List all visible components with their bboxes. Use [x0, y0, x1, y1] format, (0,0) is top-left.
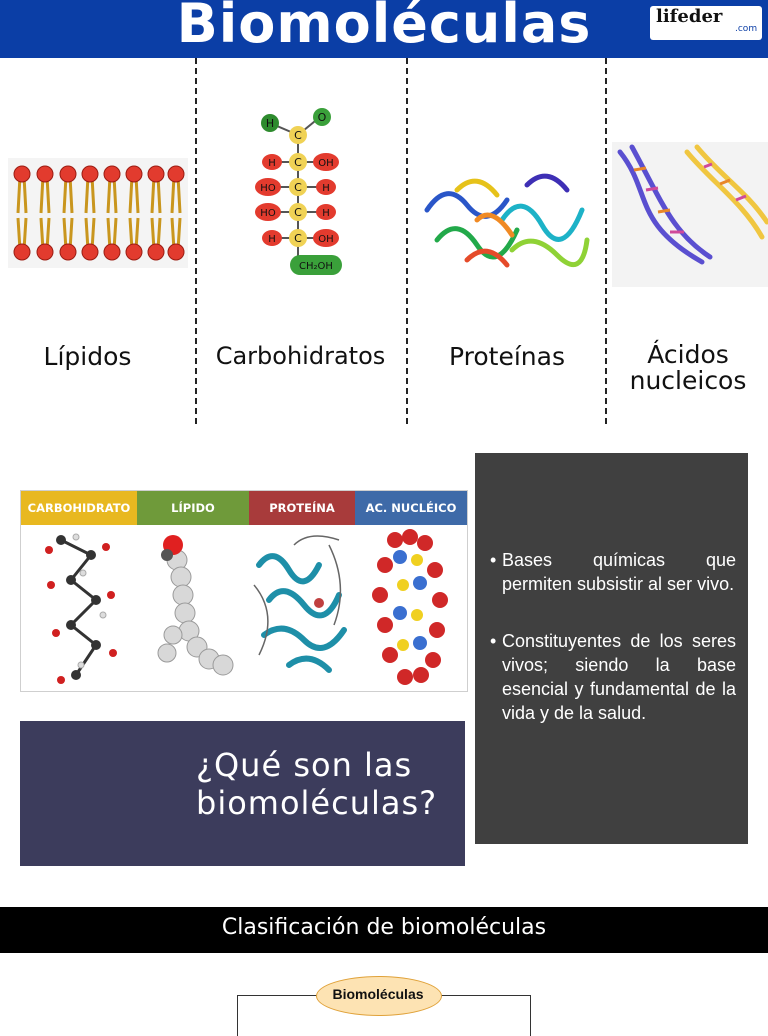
logo-suffix: .com: [735, 24, 758, 34]
definition-bullet: • Constituyentes de los seres vivos; sie…: [490, 629, 736, 725]
bullet-text: Bases químicas que permiten subsistir al…: [502, 550, 736, 594]
section-title: Clasificación de biomoléculas: [221, 915, 547, 940]
diagram-root-node: [316, 976, 442, 1016]
definition-box: [475, 453, 748, 844]
divider: [406, 58, 408, 424]
nucleic-acid-model-image: [372, 529, 448, 685]
atom-label: C: [294, 206, 302, 219]
atom-label: H: [268, 158, 276, 169]
atom-label: C: [294, 181, 302, 194]
column-header-carbohidrato: CARBOHIDRATO: [21, 491, 137, 525]
molecule-comparison-panel: CARBOHIDRATO LÍPIDO PROTEÍNA AC. NUCLÉIC…: [20, 490, 468, 692]
bullet-text: Constituyentes de los seres vivos; siend…: [502, 631, 736, 723]
atom-label: HO: [260, 183, 276, 194]
category-label-line: nucleicos: [629, 366, 747, 395]
category-label-proteinas: Proteínas: [449, 342, 565, 371]
category-label-line: Ácidos: [647, 340, 729, 369]
column-header-lipido: LÍPIDO: [137, 491, 249, 525]
header-banner: [0, 0, 768, 58]
carbohydrate-model-image: [45, 533, 117, 684]
protein-structure-image: [424, 173, 590, 268]
divider: [195, 58, 197, 424]
protein-model-image: [253, 535, 347, 673]
bullet-icon: •: [490, 550, 497, 570]
atom-label: C: [294, 129, 302, 142]
atom-label: H: [322, 208, 330, 219]
question-heading: ¿Qué son las biomoléculas?: [196, 746, 438, 822]
category-label-lipidos: Lípidos: [43, 342, 132, 371]
category-label-acidos-nucleicos: Ácidos nucleicos: [608, 342, 768, 394]
atom-label: OH: [318, 234, 333, 245]
atom-label: H: [268, 234, 276, 245]
section-header-bar: [0, 907, 768, 953]
bullet-icon: •: [490, 631, 497, 651]
atom-label: H: [322, 183, 330, 194]
lipid-bilayer-image: [8, 158, 188, 268]
column-header-proteina: PROTEÍNA: [249, 491, 355, 525]
page-title: Biomoléculas: [176, 0, 592, 55]
logo: lifeder: [656, 6, 723, 27]
category-label-carbohidratos: Carbohidratos: [215, 342, 386, 370]
atom-label: C: [294, 232, 302, 245]
atom-label: OH: [318, 158, 333, 169]
question-box: [20, 721, 465, 866]
diagram-root-label: Biomoléculas: [332, 986, 424, 1002]
lipid-model-image: [157, 535, 234, 676]
atom-label: O: [318, 111, 327, 124]
definition-bullet: • Bases químicas que permiten subsistir …: [490, 548, 736, 596]
atom-label: C: [294, 156, 302, 169]
carbohydrate-structure-image: H O C C C C C H OH HO H HO H H OH CH₂OH: [255, 108, 342, 275]
logo-badge: [650, 6, 762, 40]
dna-image: [612, 142, 768, 287]
atom-label: HO: [260, 208, 276, 219]
atom-label: CH₂OH: [299, 261, 333, 272]
divider: [605, 58, 607, 424]
column-header-ac-nucleico: AC. NUCLÉICO: [355, 491, 467, 525]
atom-label: H: [266, 117, 274, 130]
